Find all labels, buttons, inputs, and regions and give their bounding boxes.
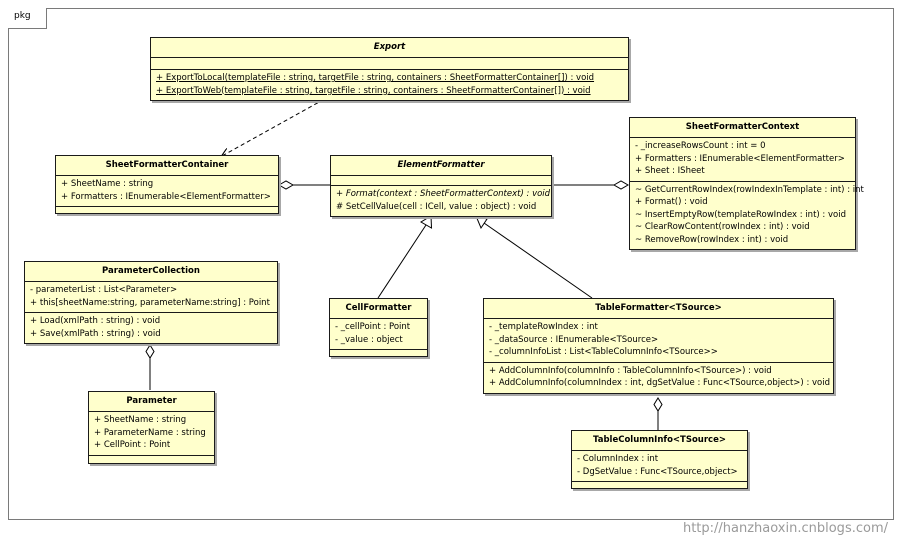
operation: ~ InsertEmptyRow(templateRowIndex : int)… xyxy=(635,209,846,220)
class-element-formatter: ElementFormatter + Format(context : Shee… xyxy=(330,155,552,217)
generalization-cellformatter xyxy=(377,224,427,299)
class-name: SheetFormatterContainer xyxy=(56,156,278,176)
operation: + AddColumnInfo(columnIndex : int, dgSet… xyxy=(489,378,831,388)
class-sheet-formatter-container: SheetFormatterContainer + SheetName : st… xyxy=(55,155,279,214)
attribute: - _columnInfoList : List<TableColumnInfo… xyxy=(489,347,718,357)
class-parameter-collection: ParameterCollection - parameterList : Li… xyxy=(24,261,278,344)
operations-compartment: + ExportToLocal(templateFile : string, t… xyxy=(151,70,628,100)
operation: + Format() : void xyxy=(635,197,708,207)
attribute: + ParameterName : string xyxy=(94,427,206,438)
operations-compartment xyxy=(56,207,278,213)
attribute: - _templateRowIndex : int xyxy=(489,322,598,332)
aggregation-diamond-container xyxy=(277,180,295,190)
operation: + AddColumnInfo(columnInfo : TableColumn… xyxy=(489,365,772,376)
attributes-compartment: - _increaseRowsCount : int = 0 + Formatt… xyxy=(630,138,855,182)
attribute: + Formatters : IEnumerable<ElementFormat… xyxy=(635,153,845,164)
operations-compartment xyxy=(330,350,427,356)
class-export: Export + ExportToLocal(templateFile : st… xyxy=(150,37,629,101)
attribute: - _cellPoint : Point xyxy=(335,322,411,332)
class-cell-formatter: CellFormatter - _cellPoint : Point - _va… xyxy=(329,298,428,357)
operation: + Load(xmlPath : string) : void xyxy=(30,316,161,326)
operation: + ExportToWeb(templateFile : string, tar… xyxy=(156,85,591,96)
generalization-triangle-tableformatter xyxy=(475,215,488,230)
attribute: - _increaseRowsCount : int = 0 xyxy=(635,141,766,151)
attribute: + this[sheetName:string, parameterName:s… xyxy=(30,297,270,308)
class-name: SheetFormatterContext xyxy=(630,118,855,138)
attributes-compartment: - _templateRowIndex : int - _dataSource … xyxy=(484,319,833,363)
operation: + ExportToLocal(templateFile : string, t… xyxy=(156,73,595,83)
attribute: - ColumnIndex : int xyxy=(577,454,659,464)
operation: ~ GetCurrentRowIndex(rowIndexInTemplate … xyxy=(635,184,864,195)
attribute: - _value : object xyxy=(335,334,403,345)
attributes-compartment: + SheetName : string + Formatters : IEnu… xyxy=(56,176,278,207)
operation: + Save(xmlPath : string) : void xyxy=(30,328,161,339)
attributes-compartment: - parameterList : List<Parameter> + this… xyxy=(25,282,277,313)
class-name: ParameterCollection xyxy=(25,262,277,282)
attributes-compartment xyxy=(151,58,628,70)
class-name: TableColumnInfo<TSource> xyxy=(572,431,747,451)
operations-compartment: + AddColumnInfo(columnInfo : TableColumn… xyxy=(484,363,833,393)
attribute: - _dataSource : IEnumerable<TSource> xyxy=(489,334,659,345)
operation: ~ RemoveRow(rowIndex : int) : void xyxy=(635,234,789,245)
package-tab xyxy=(8,8,47,29)
operation: + Format(context : SheetFormatterContext… xyxy=(336,189,551,199)
operations-compartment xyxy=(89,456,214,463)
class-name: ElementFormatter xyxy=(331,156,551,176)
class-name: TableFormatter<TSource> xyxy=(484,299,833,319)
aggregation-diamond-context xyxy=(612,180,630,190)
attributes-compartment: - ColumnIndex : int - DgSetValue : Func<… xyxy=(572,451,747,482)
dependency-container-export xyxy=(222,95,331,156)
attribute: + CellPoint : Point xyxy=(94,440,171,450)
attribute: - DgSetValue : Func<TSource,object> xyxy=(577,466,738,477)
generalization-triangle-cellformatter xyxy=(420,215,433,229)
attribute: + SheetName : string xyxy=(94,415,187,425)
attributes-compartment: + SheetName : string + ParameterName : s… xyxy=(89,412,214,456)
operation: ~ ClearRowContent(rowIndex : int) : void xyxy=(635,222,810,232)
class-parameter: Parameter + SheetName : string + Paramet… xyxy=(88,391,215,464)
package-label: pkg xyxy=(14,11,31,21)
attribute: + Formatters : IEnumerable<ElementFormat… xyxy=(61,191,271,202)
class-name: Export xyxy=(151,38,628,58)
operations-compartment xyxy=(572,482,747,488)
attribute: - parameterList : List<Parameter> xyxy=(30,285,178,295)
attribute: + Sheet : ISheet xyxy=(635,166,705,176)
class-table-column-info: TableColumnInfo<TSource> - ColumnIndex :… xyxy=(571,430,748,489)
operations-compartment: ~ GetCurrentRowIndex(rowIndexInTemplate … xyxy=(630,182,864,250)
operation: # SetCellValue(cell : ICell, value : obj… xyxy=(336,201,537,212)
class-sheet-formatter-context: SheetFormatterContext - _increaseRowsCou… xyxy=(629,117,864,250)
attributes-compartment xyxy=(331,176,551,186)
class-name: CellFormatter xyxy=(330,299,427,319)
aggregation-diamond-collection xyxy=(145,344,155,359)
operations-compartment: + Load(xmlPath : string) : void + Save(x… xyxy=(25,313,277,343)
watermark: http://hanzhaoxin.cnblogs.com/ xyxy=(682,521,888,536)
generalization-tableformatter xyxy=(483,222,593,299)
attribute: + SheetName : string xyxy=(61,179,154,189)
aggregation-diamond-tableformatter xyxy=(653,397,663,412)
class-table-formatter: TableFormatter<TSource> - _templateRowIn… xyxy=(483,298,834,394)
class-name: Parameter xyxy=(89,392,214,412)
operations-compartment: + Format(context : SheetFormatterContext… xyxy=(331,186,551,216)
attributes-compartment: - _cellPoint : Point - _value : object xyxy=(330,319,427,350)
